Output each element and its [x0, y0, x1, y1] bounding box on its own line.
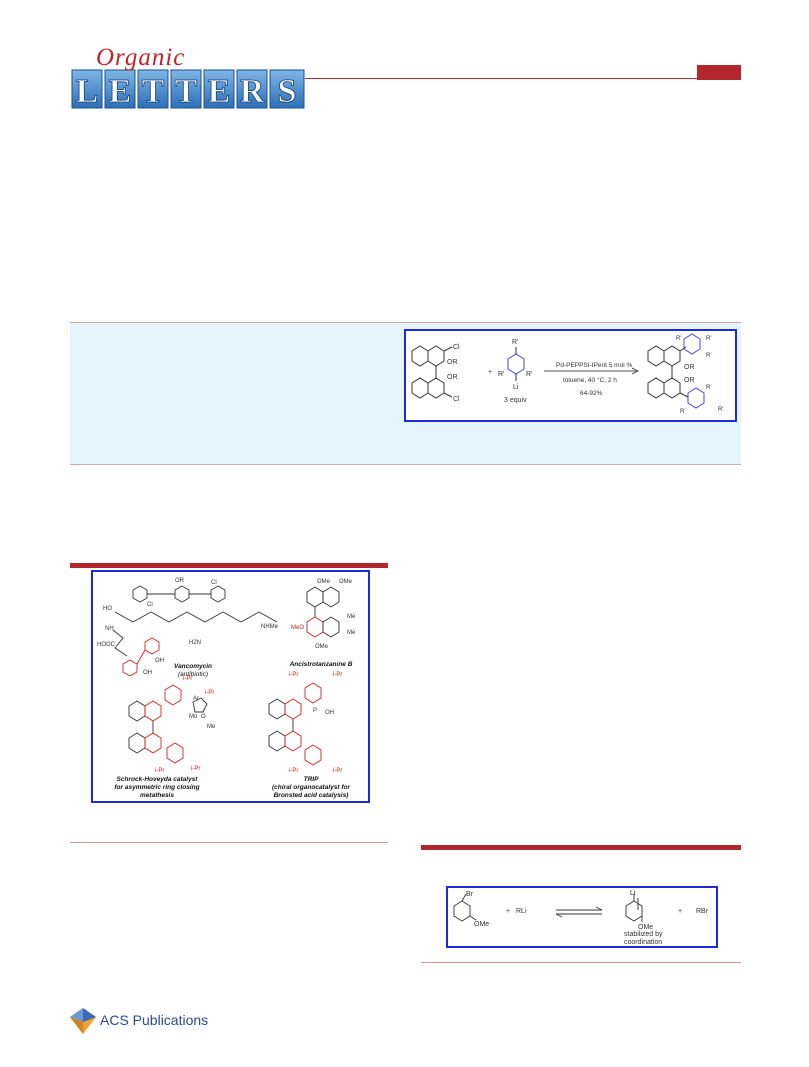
fig1-label: H2N — [189, 640, 201, 646]
fig1-label: OH — [155, 658, 164, 664]
toc-graphic: Cl OR OR Cl + R' R' R' Li 3 equiv Pd-PEP… — [404, 329, 737, 422]
scheme-rbr: RBr — [696, 908, 709, 915]
fig1-ipr-label: i-Pr — [333, 768, 342, 774]
acs-publications-icon — [70, 1008, 96, 1034]
toc-product-or: OR — [684, 364, 695, 371]
toc-product-r: R' — [706, 336, 711, 342]
logo-letter: S — [278, 73, 297, 110]
scheme-ome-label: OMe — [638, 924, 653, 931]
scheme-bottom-rule — [421, 962, 741, 963]
fig1-label: Mo — [189, 714, 198, 720]
toc-or-label: OR — [447, 359, 458, 366]
scheme-graphic: Br OMe + RLi Li OMe + RBr stabilized by … — [446, 886, 718, 948]
logo-letter: T — [175, 73, 198, 110]
scheme-title-bar — [421, 845, 741, 850]
fig1-label: P — [313, 708, 317, 714]
toc-plus: + — [488, 369, 492, 376]
scheme-plus: + — [506, 908, 510, 915]
journal-logo: L E T T E R S — [71, 69, 305, 110]
schrock-note: for asymmetric ring closing — [114, 784, 199, 791]
toc-r-label: R' — [526, 371, 532, 378]
figure1-drawing: OR Cl Cl HO NH HOOC OH OH H2N NHMe OMe O… — [97, 578, 356, 799]
toc-catalyst: Pd-PEPPSI-IPent 5 mol % — [556, 362, 632, 369]
toc-product-r: R' — [676, 336, 681, 342]
fig1-label: NH — [105, 626, 114, 632]
toc-product-r: R' — [706, 353, 711, 359]
fig1-ipr-label: i-Pr — [289, 672, 298, 678]
fig1-label: OH — [325, 710, 334, 716]
scheme-drawing: Br OMe + RLi Li OMe + RBr stabilized by … — [453, 890, 709, 946]
fig1-label: O — [201, 714, 206, 720]
toc-cl-label: Cl — [453, 396, 460, 403]
header-tab — [697, 65, 741, 80]
scheme-br-label: Br — [466, 891, 474, 898]
publisher-name[interactable]: ACS Publications — [100, 1012, 209, 1028]
fig1-ipr-label: i-Pr — [191, 766, 200, 772]
logo-letter: T — [142, 73, 165, 110]
trip-note: Bronsted acid catalysis) — [274, 792, 349, 799]
fig1-label: OR — [175, 578, 185, 584]
fig1-label: Me — [347, 614, 356, 620]
vancomycin-note: (antibiotic) — [178, 671, 208, 678]
toc-cl-label: Cl — [453, 344, 460, 351]
scheme-plus: + — [678, 908, 682, 915]
toc-equiv: 3 equiv — [504, 397, 527, 404]
toc-r-label: R' — [512, 339, 518, 346]
trip-note: (chiral organocatalyst for — [272, 784, 350, 791]
fig1-label: Cl — [211, 580, 217, 586]
trip-name: TRIP — [304, 776, 319, 783]
toc-product-r: R' — [680, 409, 685, 415]
fig1-label: OMe — [339, 579, 353, 585]
fig1-ipr-label: i-Pr — [205, 690, 214, 696]
fig1-ipr-label: i-Pr — [155, 768, 164, 774]
vancomycin-name: Vancomycin — [174, 663, 212, 670]
scheme-ome-label: OMe — [474, 921, 489, 928]
fig1-label: OH — [143, 670, 152, 676]
fig1-label: OMe — [315, 644, 329, 650]
schrock-name: Schrock-Hoveyda catalyst — [117, 776, 199, 783]
fig1-label: Ar — [193, 696, 199, 702]
fig1-label: Me — [207, 724, 216, 730]
fig1-label: NHMe — [261, 624, 279, 630]
scheme-note: stabilized by — [624, 931, 663, 938]
ancistrotanzanine-name: Ancistrotanzanine B — [289, 661, 353, 668]
toc-product-r: R' — [706, 385, 711, 391]
header-rule — [305, 78, 741, 79]
logo-letter: L — [76, 73, 99, 110]
figure1-graphic: OR Cl Cl HO NH HOOC OH OH H2N NHMe OMe O… — [91, 570, 370, 803]
logo-letter: R — [240, 73, 265, 110]
fig1-label: OMe — [317, 579, 331, 585]
scheme-rli: RLi — [516, 908, 527, 915]
journal-logo-script: Organic — [96, 44, 186, 71]
toc-yield: 64-92% — [580, 390, 603, 397]
figure-title-bar — [70, 563, 388, 568]
toc-conditions: toluene, 40 °C, 2 h — [563, 376, 617, 384]
scheme-li-label: Li — [630, 890, 636, 897]
fig1-label: HOOC — [97, 642, 116, 648]
toc-product-r: R' — [718, 407, 723, 413]
fig1-ipr-label: i-Pr — [183, 676, 192, 682]
scheme-note: coordination — [624, 939, 662, 946]
fig1-ipr-label: i-Pr — [333, 672, 342, 678]
toc-reaction-drawing: Cl OR OR Cl + R' R' R' Li 3 equiv Pd-PEP… — [411, 333, 723, 415]
schrock-note: metathesis — [140, 792, 174, 799]
toc-r-label: R' — [498, 371, 504, 378]
toc-or-label: OR — [447, 374, 458, 381]
toc-product-or: OR — [684, 377, 695, 384]
logo-letter: E — [208, 73, 231, 110]
logo-letter: E — [109, 73, 132, 110]
fig1-label: HO — [103, 606, 112, 612]
figure-bottom-rule — [70, 842, 388, 843]
fig1-label: MeO — [291, 625, 304, 631]
logo-letter-tiles — [71, 69, 305, 109]
fig1-ipr-label: i-Pr — [289, 768, 298, 774]
fig1-label: Cl — [147, 602, 153, 608]
toc-li-label: Li — [513, 384, 519, 391]
fig1-label: Me — [347, 630, 356, 636]
